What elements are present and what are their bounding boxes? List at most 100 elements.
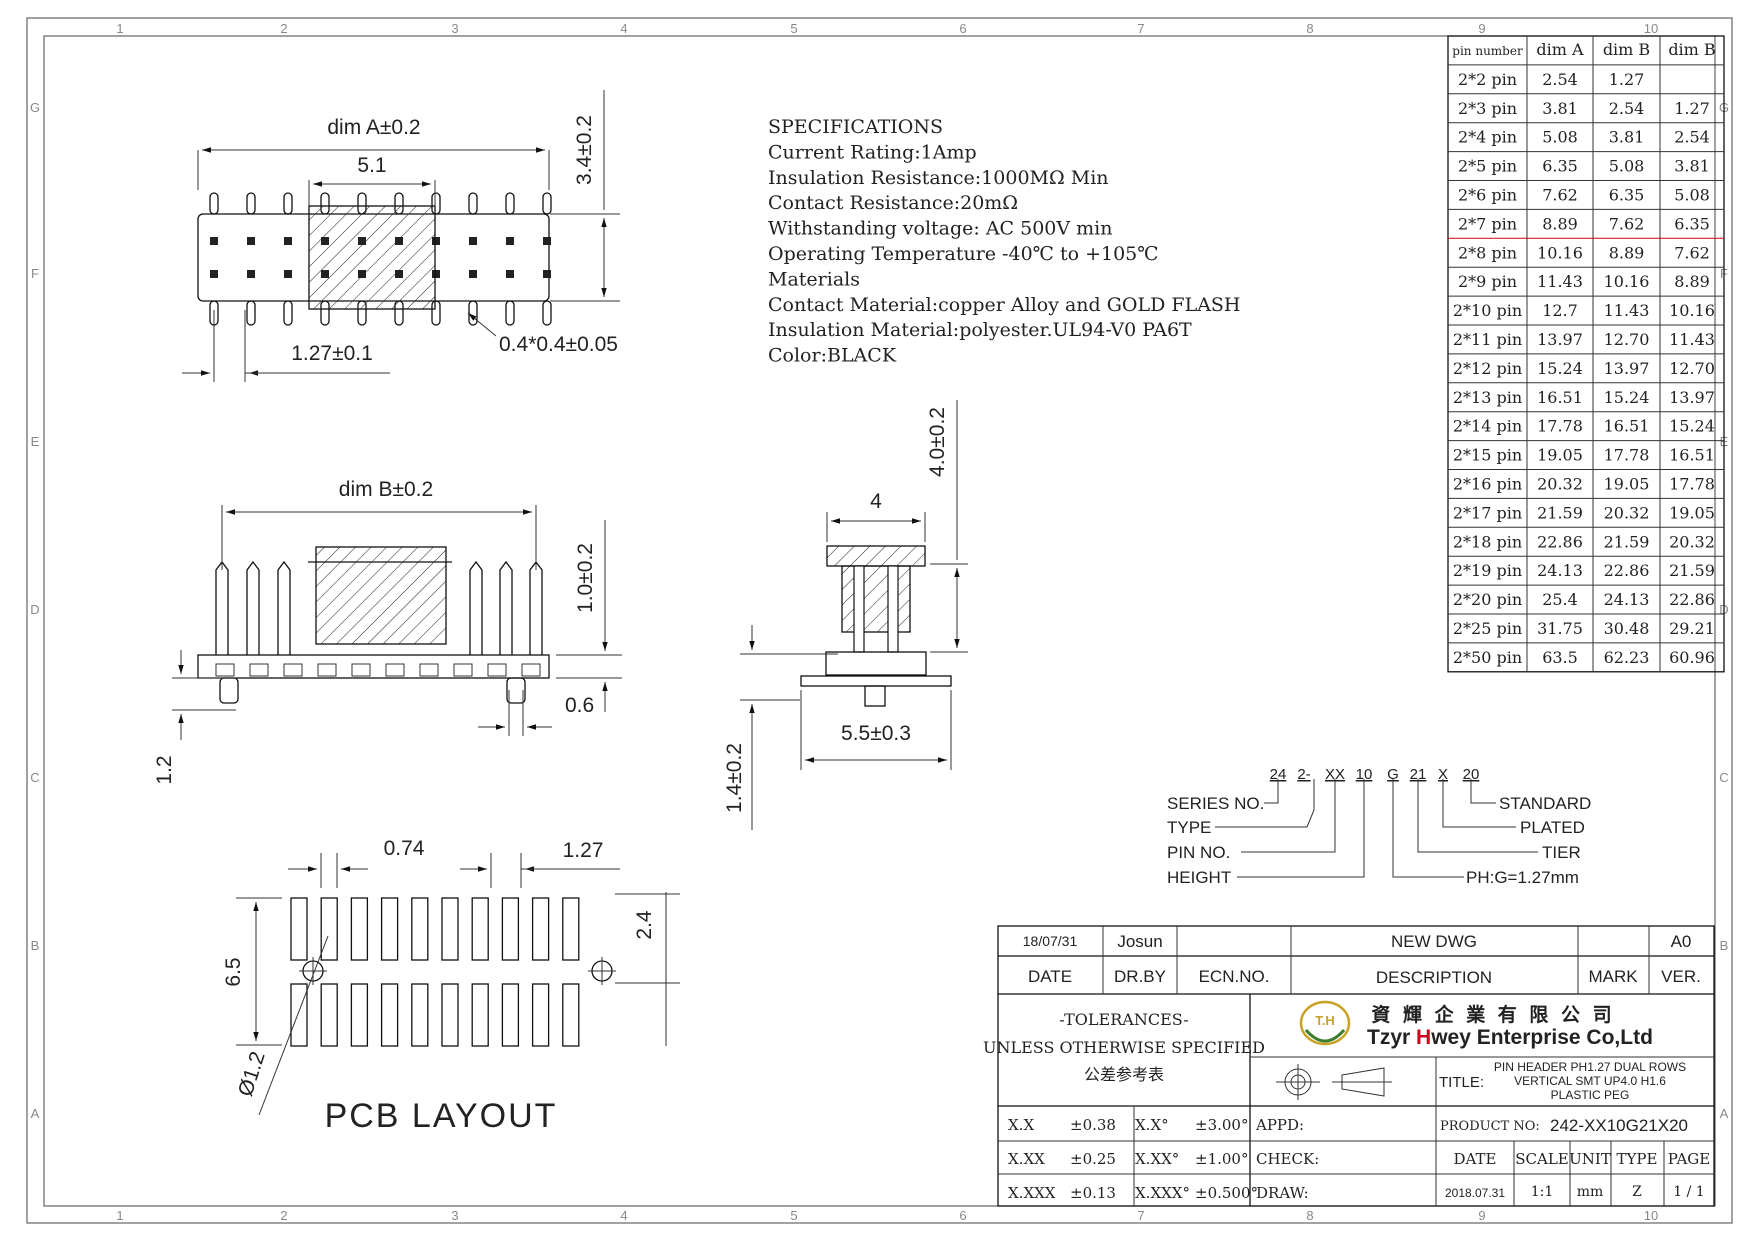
table-cell: 10.16 xyxy=(1669,301,1715,320)
top-pin-square xyxy=(469,270,477,278)
pcb-pad xyxy=(441,983,459,1047)
top-pin xyxy=(468,300,478,326)
top-pin xyxy=(431,300,441,326)
zone-col-bottom: 4 xyxy=(620,1208,627,1223)
table-cell: 60.96 xyxy=(1669,648,1715,667)
code-label-type: TYPE xyxy=(1167,818,1211,837)
table-cell: 20.32 xyxy=(1537,475,1583,494)
table-cell: 2.54 xyxy=(1542,70,1578,89)
side-pin xyxy=(469,560,483,655)
top-pin xyxy=(542,300,552,326)
pcb-pad xyxy=(471,983,489,1047)
table-cell: 11.43 xyxy=(1604,301,1650,320)
pcb-pad xyxy=(501,983,520,1047)
table-cell: 11.43 xyxy=(1537,272,1583,291)
table-cell: 31.75 xyxy=(1537,619,1583,638)
info-header-unit: UNIT xyxy=(1569,1150,1611,1168)
pcb-holes xyxy=(299,957,616,985)
top-pin xyxy=(505,300,515,326)
side-peg xyxy=(506,677,526,704)
projection-symbol-icon xyxy=(1276,1064,1392,1100)
side-base-foot xyxy=(283,663,303,677)
table-cell: 2*50 pin xyxy=(1453,648,1522,667)
table-cell: 10.16 xyxy=(1604,272,1650,291)
date-header: DATE xyxy=(1028,967,1072,986)
zone-row-right: A xyxy=(1720,1106,1729,1121)
table-header-cell: pin number xyxy=(1452,44,1523,58)
spec-line: Insulation Material:polyester.UL94-V0 PA… xyxy=(768,319,1192,341)
tolerances-title: -TOLERANCES- xyxy=(1059,1010,1188,1029)
code-label-pitch: PH:G=1.27mm xyxy=(1466,868,1579,887)
tolerance-cell: ±0.13 xyxy=(1070,1184,1116,1202)
top-pin-square xyxy=(506,270,514,278)
table-cell: 2*19 pin xyxy=(1453,561,1522,580)
pcb-layout-title: PCB LAYOUT xyxy=(325,1097,558,1135)
info-value-scale: 1:1 xyxy=(1531,1184,1554,1200)
side-base-foot xyxy=(487,663,507,677)
description-value: NEW DWG xyxy=(1391,932,1477,951)
tolerance-cell: ±3.00° xyxy=(1195,1116,1248,1134)
top-pin-square xyxy=(210,270,218,278)
table-cell: 11.43 xyxy=(1669,330,1715,349)
info-value-unit: mm xyxy=(1577,1184,1604,1200)
table-cell: 15.24 xyxy=(1604,388,1650,407)
pcb-pad xyxy=(562,983,580,1047)
side-view-body-hatched xyxy=(315,546,447,645)
table-cell: 2.54 xyxy=(1609,99,1645,118)
dim-0-6-label: 0.6 xyxy=(565,694,594,717)
top-pin-square xyxy=(284,270,292,278)
top-pin-square xyxy=(543,237,551,245)
table-cell: 22.86 xyxy=(1537,532,1583,551)
tolerance-cell: ±0.25 xyxy=(1070,1150,1116,1168)
table-cell: 2*4 pin xyxy=(1458,128,1517,147)
tolerance-cell: X.XX° xyxy=(1135,1150,1179,1168)
zone-col-top: 7 xyxy=(1137,21,1144,36)
info-header-scale: SCALE xyxy=(1515,1150,1569,1168)
product-no-value: 242-XX10G21X20 xyxy=(1550,1116,1688,1135)
company-name-chinese: 資 輝 企 業 有 限 公 司 xyxy=(1371,1003,1614,1026)
product-no-label: PRODUCT NO: xyxy=(1440,1119,1540,1134)
tolerance-cell: X.X xyxy=(1008,1116,1034,1134)
table-cell: 16.51 xyxy=(1669,446,1715,465)
pcb-pad xyxy=(562,897,580,961)
zone-row-left: D xyxy=(30,602,39,617)
dim-pin-size-label: 0.4*0.4±0.05 xyxy=(499,333,618,356)
pcb-pads xyxy=(290,897,580,1047)
code-label-height: HEIGHT xyxy=(1167,868,1231,887)
side-base-foot xyxy=(385,663,405,677)
zone-col-bottom: 5 xyxy=(790,1208,797,1223)
table-cell: 17.78 xyxy=(1604,446,1650,465)
side-pin xyxy=(277,560,291,655)
table-cell: 62.23 xyxy=(1604,648,1650,667)
zone-row-left: E xyxy=(31,434,40,449)
spec-line: Contact Resistance:20mΩ xyxy=(768,192,1018,214)
end-view-top-hatched xyxy=(826,545,926,567)
side-view-pins xyxy=(215,560,543,655)
dim-1-0-label: 1.0±0.2 xyxy=(574,543,597,613)
table-cell: 5.08 xyxy=(1609,157,1645,176)
zone-row-left: C xyxy=(30,770,39,785)
top-pin xyxy=(431,192,441,215)
table-cell: 2*11 pin xyxy=(1453,330,1522,349)
code-segment: 21 xyxy=(1410,766,1427,783)
dim-2-4-label: 2.4 xyxy=(633,910,656,940)
pcb-pad xyxy=(290,983,308,1047)
zone-row-right: C xyxy=(1719,770,1728,785)
table-cell: 17.78 xyxy=(1669,475,1715,494)
top-pin xyxy=(246,192,256,215)
code-label-standard: STANDARD xyxy=(1499,794,1591,813)
spec-line: Current Rating:1Amp xyxy=(768,141,977,163)
zone-col-top: 9 xyxy=(1478,21,1485,36)
info-value-type: Z xyxy=(1632,1184,1642,1200)
pcb-pad xyxy=(320,983,338,1047)
dim-b-label: dim B±0.2 xyxy=(339,478,433,501)
side-pin xyxy=(215,560,229,655)
zone-col-top: 8 xyxy=(1306,21,1313,36)
table-cell: 21.59 xyxy=(1604,532,1650,551)
pcb-pad xyxy=(290,897,308,961)
dim-1-27-label: 1.27±0.1 xyxy=(291,342,373,365)
zone-col-top: 6 xyxy=(959,21,966,36)
